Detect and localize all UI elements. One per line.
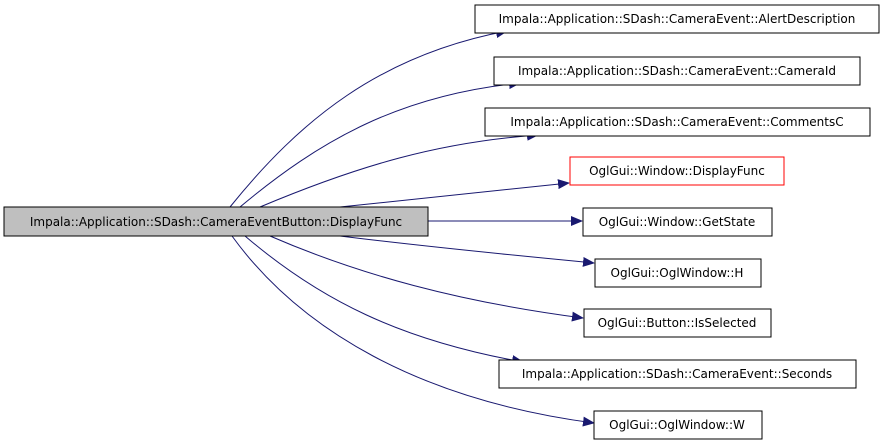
- edges: [229, 28, 595, 427]
- source-node[interactable]: Impala::Application::SDash::CameraEventB…: [3, 206, 429, 237]
- edge-comments-c: [259, 130, 539, 208]
- target-node-alert-description[interactable]: Impala::Application::SDash::CameraEvent:…: [474, 4, 880, 34]
- edge-seconds: [244, 235, 524, 365]
- edge-camera-id: [239, 79, 521, 208]
- target-node-window-display-func-label: OglGui::Window::DisplayFunc: [589, 164, 765, 178]
- edge-ogl-window-h: [339, 235, 595, 267]
- edge-window-display-func: [339, 179, 570, 208]
- target-node-seconds-label: Impala::Application::SDash::CameraEvent:…: [522, 367, 832, 381]
- target-node-ogl-window-w-label: OglGui::OglWindow::W: [609, 418, 745, 432]
- target-node-camera-id[interactable]: Impala::Application::SDash::CameraEvent:…: [493, 56, 861, 86]
- target-node-window-get-state-label: OglGui::Window::GetState: [599, 215, 756, 229]
- target-node-comments-c-label: Impala::Application::SDash::CameraEvent:…: [510, 115, 843, 129]
- target-node-alert-description-label: Impala::Application::SDash::CameraEvent:…: [499, 12, 856, 26]
- target-node-ogl-window-h[interactable]: OglGui::OglWindow::H: [594, 258, 762, 288]
- target-node-ogl-window-w[interactable]: OglGui::OglWindow::W: [593, 410, 763, 440]
- target-node-camera-id-label: Impala::Application::SDash::CameraEvent:…: [518, 64, 836, 78]
- source-node-label: Impala::Application::SDash::CameraEventB…: [30, 215, 402, 229]
- target-node-button-is-selected-label: OglGui::Button::IsSelected: [598, 316, 757, 330]
- target-node-button-is-selected[interactable]: OglGui::Button::IsSelected: [583, 308, 772, 338]
- edge-alert-description: [229, 28, 508, 208]
- target-node-comments-c[interactable]: Impala::Application::SDash::CameraEvent:…: [484, 107, 871, 137]
- target-node-seconds[interactable]: Impala::Application::SDash::CameraEvent:…: [498, 359, 857, 389]
- target-node-ogl-window-h-label: OglGui::OglWindow::H: [611, 266, 744, 280]
- edge-ogl-window-w: [231, 235, 595, 427]
- target-node-window-display-func[interactable]: OglGui::Window::DisplayFunc: [569, 156, 785, 186]
- target-node-window-get-state[interactable]: OglGui::Window::GetState: [582, 207, 773, 237]
- edge-button-is-selected: [269, 235, 584, 322]
